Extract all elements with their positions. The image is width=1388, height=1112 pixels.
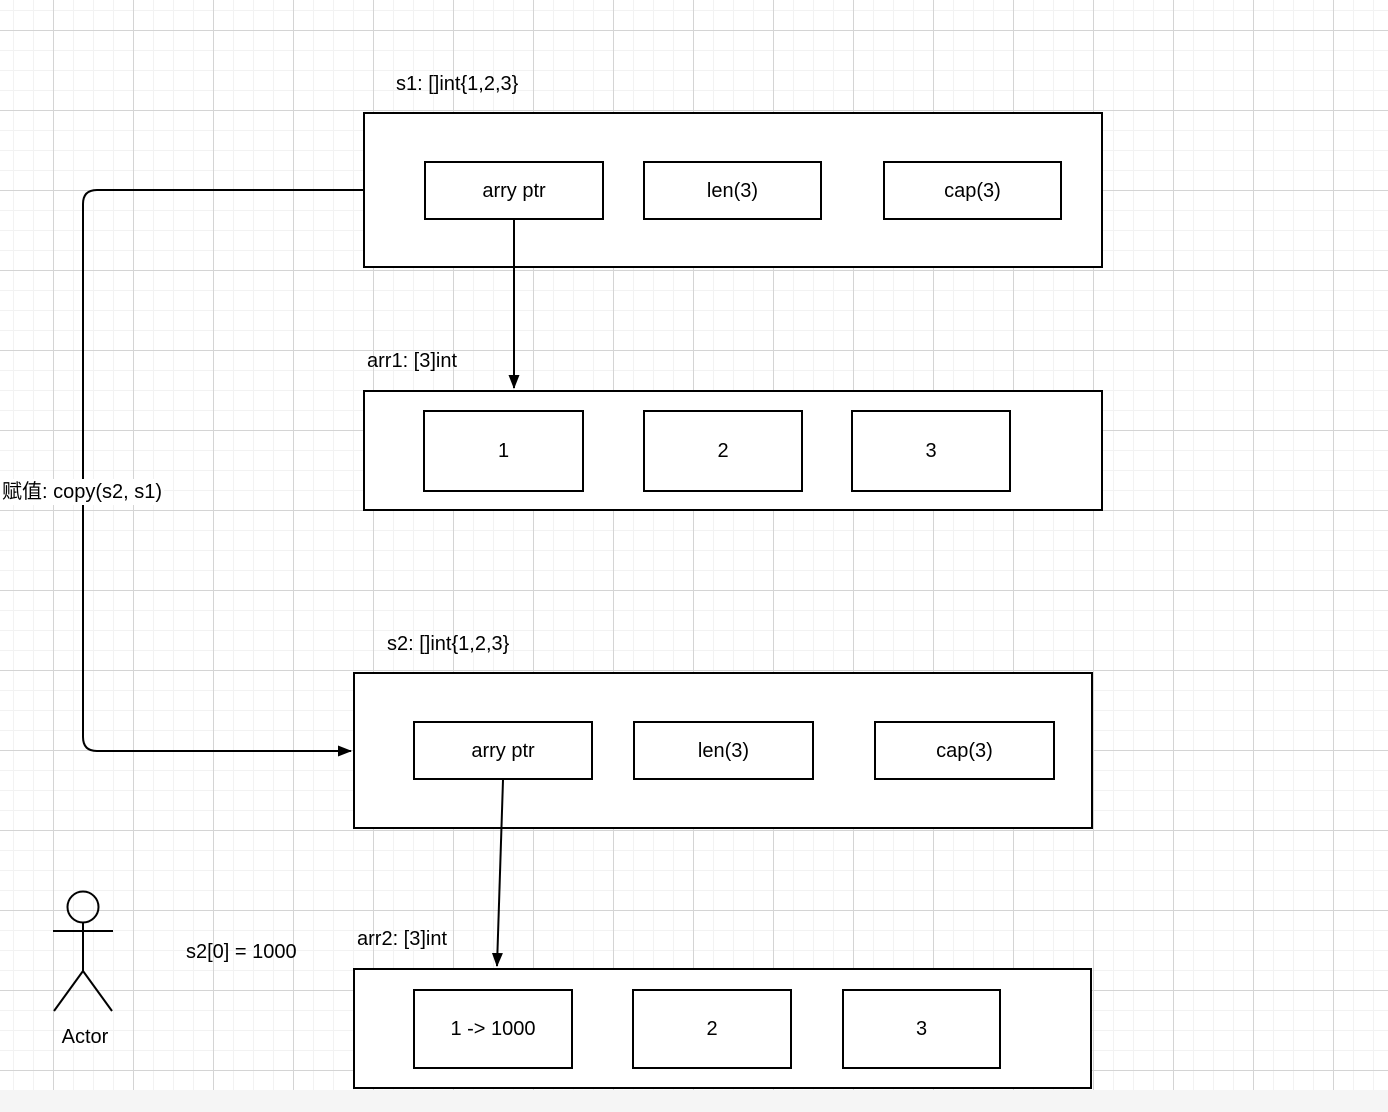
- s2-field-cap: cap(3): [874, 721, 1055, 780]
- arr1-cell-0: 1: [423, 410, 584, 492]
- s2-field-len: len(3): [633, 721, 814, 780]
- s1-field-arry-ptr: arry ptr: [424, 161, 604, 220]
- actor-label: Actor: [61, 1026, 109, 1048]
- s1-field-len: len(3): [643, 161, 822, 220]
- arr1-cell-1: 2: [643, 410, 803, 492]
- arr2-cell-0: 1 -> 1000: [413, 989, 573, 1069]
- arr1-cell-2: 3: [851, 410, 1011, 492]
- s2-title: s2: []int{1,2,3}: [387, 633, 510, 655]
- s1-field-cap: cap(3): [883, 161, 1062, 220]
- arr2-cell-1: 2: [632, 989, 792, 1069]
- arr1-title: arr1: [3]int: [367, 350, 458, 372]
- copy-edge-label: 赋值: copy(s2, s1): [0, 479, 165, 505]
- s2-field-arry-ptr: arry ptr: [413, 721, 593, 780]
- assignment-label: s2[0] = 1000: [186, 941, 297, 963]
- s1-title: s1: []int{1,2,3}: [396, 73, 519, 95]
- canvas-bottom-strip: [0, 1090, 1388, 1112]
- arr2-title: arr2: [3]int: [357, 928, 448, 950]
- arr2-cell-2: 3: [842, 989, 1001, 1069]
